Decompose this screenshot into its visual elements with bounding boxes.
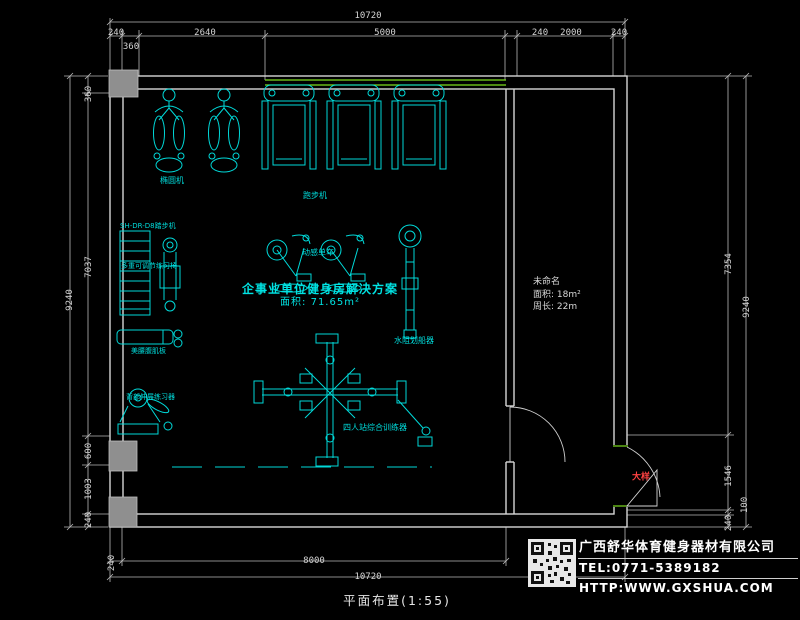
dim-left-seg-5: 240	[84, 511, 94, 529]
dim-right-total: 9240	[742, 296, 752, 318]
footer-web: HTTP:WWW.GXSHUA.COM	[579, 581, 774, 595]
label-elliptical: 椭圆机	[160, 176, 184, 185]
dim-left-seg-2: 7037	[84, 256, 94, 278]
walls	[109, 75, 628, 528]
elliptical-machine-1	[153, 88, 185, 173]
spin-bike-2	[320, 234, 366, 293]
label-stepper: SH-DR-D8踏步机	[120, 222, 176, 230]
adjustable-bench	[159, 237, 181, 312]
dim-bottom-total: 10720	[354, 572, 382, 582]
stepper-rack	[119, 230, 151, 316]
qr-code	[528, 539, 576, 587]
footer-divider-1	[578, 558, 798, 559]
door-exterior	[612, 445, 661, 507]
dim-left-seg-1: 360	[84, 85, 94, 103]
wall-columns	[108, 69, 139, 528]
multi-station-trainer	[253, 333, 433, 467]
room-perimeter: 周长: 22m	[533, 302, 578, 312]
dim-top-sub: 360	[122, 42, 140, 52]
dim-top-seg-4: 240	[531, 28, 549, 38]
dim-right-seg-1: 7354	[724, 253, 734, 275]
plan-title: 平面布置(1:55)	[343, 592, 451, 608]
label-rower: 水阻划船器	[394, 336, 434, 345]
dim-bottom-seg: 240	[107, 554, 117, 572]
footer-divider-2	[578, 578, 798, 579]
dim-top-seg-1: 240	[107, 28, 125, 38]
ab-board	[116, 329, 183, 348]
label-back-extension: 背部伸展练习器	[126, 393, 175, 401]
room-area: 面积: 18m²	[533, 290, 581, 300]
door-tag: 大样	[631, 472, 651, 483]
label-adjustable-bench: 多重可调节练习椅	[121, 262, 177, 270]
dim-right-seg-3: 100	[740, 496, 750, 514]
label-treadmill: 跑步机	[303, 191, 327, 200]
label-multi-station: 四人站综合训练器	[343, 423, 407, 432]
equipment-drawings	[116, 84, 447, 468]
treadmill-3	[391, 84, 447, 170]
solution-area: 面积: 71.65m²	[280, 297, 360, 308]
water-rower	[398, 224, 422, 339]
dim-top-seg-5: 2000	[560, 28, 582, 38]
treadmill-1	[261, 84, 317, 170]
dim-bottom-inner: 8000	[303, 556, 325, 566]
footer-company: 广西舒华体育健身器材有限公司	[579, 540, 776, 555]
dim-right-seg-4: 240	[724, 514, 734, 532]
dim-left-seg-4: 1003	[84, 478, 94, 500]
elliptical-machine-2	[208, 88, 240, 173]
dim-right-seg-2: 1546	[724, 465, 734, 487]
door-interior	[509, 406, 566, 463]
dim-top-total: 10720	[354, 11, 382, 21]
window-top	[265, 79, 506, 86]
dim-left-seg-3: 600	[84, 442, 94, 460]
spin-bike-1	[266, 234, 312, 293]
dimension-lines	[64, 18, 752, 582]
back-extension-trainer	[117, 388, 173, 435]
dim-top-seg-2: 2640	[194, 28, 216, 38]
dim-left-total: 9240	[65, 289, 75, 311]
solution-title: 企事业单位健身房解决方案	[241, 282, 399, 296]
dim-top-seg-6: 240	[610, 28, 628, 38]
footer-tel: TEL:0771-5389182	[579, 561, 721, 575]
treadmill-2	[326, 84, 382, 170]
label-spin-bike: 动感单车	[302, 248, 334, 257]
room-name: 未命名	[533, 277, 561, 287]
label-ab-board: 美腰腹肌板	[131, 347, 166, 355]
dim-top-seg-3: 5000	[374, 28, 396, 38]
